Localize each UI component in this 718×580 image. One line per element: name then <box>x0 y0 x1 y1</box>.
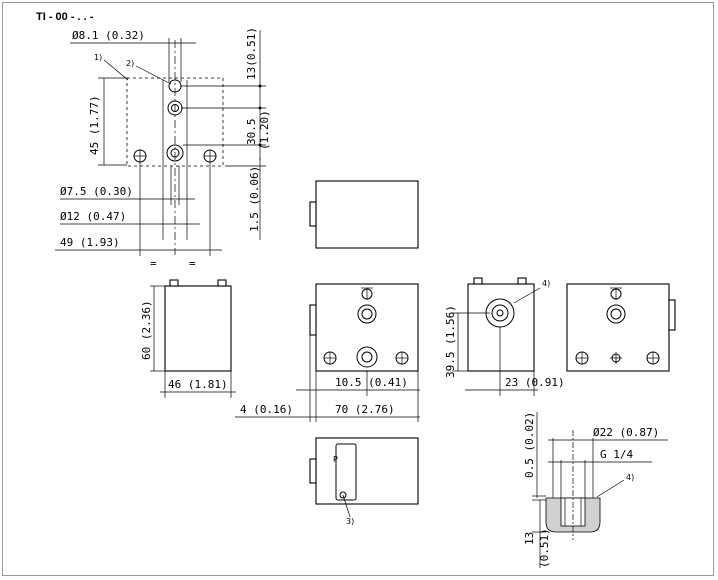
dim-4: 4 (0.16) <box>240 403 293 416</box>
section-detail: Ø22 (0.87) G 1/4 0.5 (0.02) 13 (0.51) 4) <box>523 412 668 568</box>
hole <box>496 309 504 317</box>
lug <box>517 277 527 285</box>
callout-2: 2) <box>126 59 134 68</box>
front-tab <box>309 304 317 336</box>
dim-22: Ø22 (0.87) <box>593 426 659 439</box>
callout-3: 3) <box>346 517 354 526</box>
dim-7-5: Ø7.5 (0.30) <box>60 185 133 198</box>
hole <box>361 308 373 320</box>
drawing-title: TI - 00 - . . - <box>36 11 94 23</box>
dim-1-5: 1.5 (0.06) <box>248 166 261 232</box>
leader <box>103 59 129 81</box>
hole <box>339 491 347 499</box>
thread-size: G 1/4 <box>600 448 633 461</box>
dim-70: 70 (2.76) <box>335 403 395 416</box>
equal-left: = <box>150 257 157 270</box>
dim-13-b: 13 <box>523 532 536 545</box>
top-block-tab <box>309 201 317 227</box>
right-view-1: 4) 39.5 (1.56) 23 (0.91) <box>444 277 565 396</box>
dim-0-5: 0.5 (0.02) <box>523 412 536 478</box>
dim-46: 46 (1.81) <box>168 378 228 391</box>
dim-49: 49 (1.93) <box>60 236 120 249</box>
dim-12: Ø12 (0.47) <box>60 210 126 223</box>
callout-4: 4) <box>542 279 550 288</box>
front-view: 10.5 (0.41) 4 (0.16) 70 (2.76) <box>235 283 420 422</box>
hole <box>610 308 622 320</box>
hole <box>356 346 378 368</box>
hole <box>357 304 377 324</box>
right-view-2 <box>566 283 676 372</box>
leader <box>135 65 172 85</box>
dim-10-5: 10.5 (0.41) <box>335 376 408 389</box>
dim-45: 45 (1.77) <box>88 95 101 155</box>
plan-hole-bottom-inner <box>170 148 180 158</box>
dim-top-hole: Ø8.1 (0.32) <box>72 29 145 42</box>
right2-tab <box>668 299 676 331</box>
lug <box>473 277 483 285</box>
leader <box>342 494 351 518</box>
marker-p: P <box>333 455 338 464</box>
leader <box>513 287 541 304</box>
nameplate <box>335 443 357 501</box>
side-view-left: 60 (2.36) 46 (1.81) <box>140 279 236 398</box>
leader <box>596 479 625 498</box>
lug <box>217 279 227 287</box>
bottom-tab <box>309 458 317 484</box>
top-block-body <box>315 180 419 249</box>
dim-23: 23 (0.91) <box>505 376 565 389</box>
dim-30-5-inch: (1.20) <box>258 110 271 150</box>
hole <box>491 304 509 322</box>
callout-4-detail: 4) <box>626 473 634 482</box>
dim-30-5: 30.5 <box>245 119 258 146</box>
side-left-body <box>164 285 232 372</box>
dim-60: 60 (2.36) <box>140 300 153 360</box>
lug <box>169 279 179 287</box>
dim-13: 13(0.51) <box>245 27 258 80</box>
tick <box>258 143 262 147</box>
tick <box>258 84 262 88</box>
dim-13-b-inch: (0.51) <box>538 528 551 568</box>
plan-view: Ø8.1 (0.32) 1) 2) 45 (1.77) 13(0.51) 30.… <box>55 27 271 270</box>
tick <box>258 106 262 110</box>
plan-hole-bottom <box>166 144 184 162</box>
hole <box>606 304 626 324</box>
equal-right: = <box>189 257 196 270</box>
top-view-block <box>309 180 419 249</box>
bottom-body <box>315 437 419 505</box>
bottom-view: P 3) <box>309 437 419 526</box>
hole <box>361 351 373 363</box>
right1-body <box>467 283 535 372</box>
callout-1: 1) <box>94 53 102 62</box>
plan-hole-mid-inner <box>171 104 179 112</box>
dim-39-5: 39.5 (1.56) <box>444 305 457 378</box>
